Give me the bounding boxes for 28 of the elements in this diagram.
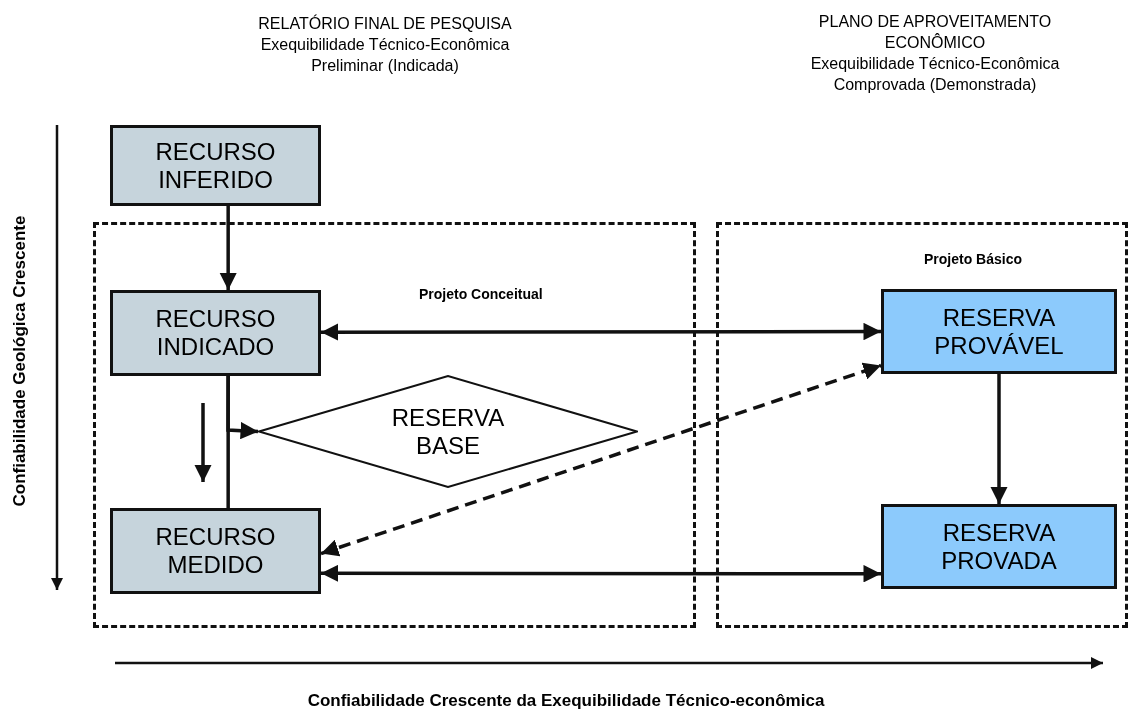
arrow <box>321 564 881 583</box>
region-heading: Projeto Básico <box>924 251 1023 267</box>
dashed-region <box>716 222 1128 628</box>
node-label: RESERVA BASE <box>390 403 506 460</box>
header-text: Exequibilidade Técnico-Econômica Preliminar (Indicada) <box>259 35 511 76</box>
process-box <box>110 508 321 594</box>
node-label: RECURSO MEDIDO <box>154 523 277 579</box>
node-label: RESERVA PROVÁVEL <box>933 303 1065 360</box>
header-text: Exequibilidade Técnico-Econômica Comprovada (Demonstrada) <box>809 54 1061 95</box>
process-box <box>881 504 1117 589</box>
arrow <box>219 206 237 290</box>
process-box <box>881 289 1117 374</box>
node-label: RECURSO INFERIDO <box>154 137 277 194</box>
node-label: RESERVA PROVADA <box>940 518 1058 575</box>
process-box <box>110 125 321 206</box>
axis-label: Confiabilidade Crescente da Exequibilidade Técnico-econômica <box>306 690 826 712</box>
edge-label: Projeto Conceitual <box>417 286 545 302</box>
dashed-region <box>93 222 696 628</box>
arrow <box>226 376 259 440</box>
header-text: RELATÓRIO FINAL DE PESQUISA <box>257 14 513 34</box>
arrow <box>990 374 1008 504</box>
decision-diamond <box>258 375 638 488</box>
node-label: RECURSO INDICADO <box>154 305 277 361</box>
header-text: PLANO DE APROVEITAMENTO ECONÔMICO <box>817 12 1053 53</box>
process-box <box>110 290 321 376</box>
arrow <box>321 322 881 341</box>
axis-label: Confiabilidade Geológica Crescente <box>8 214 30 509</box>
dashed-arrow <box>320 362 882 557</box>
